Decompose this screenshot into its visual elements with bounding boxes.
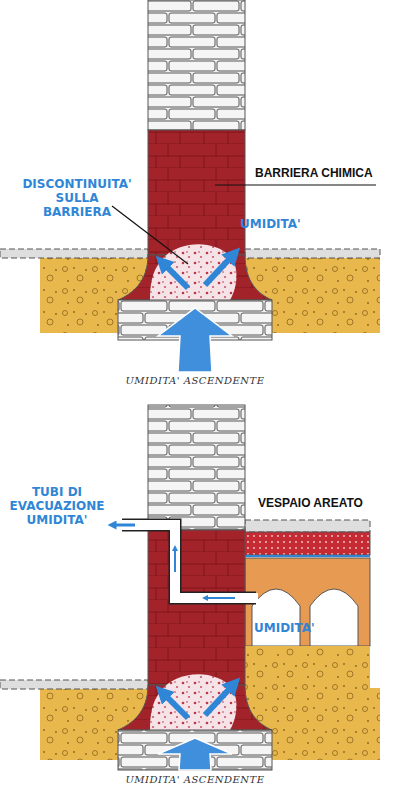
caption-label: UMIDITA' ASCENDENTE (100, 375, 290, 387)
moisture-label: UMIDITA' (254, 622, 314, 636)
callout-label: DISCONTINUITA' SULLA BARRIERA (22, 178, 132, 219)
caption-label: UMIDITA' ASCENDENTE (100, 774, 290, 786)
callout-label: TUBI DI EVACUAZIONE UMIDITA' (4, 486, 110, 527)
part-label: VESPAIO AREATO (258, 497, 378, 511)
moisture-label: UMIDITA' (240, 218, 310, 232)
part-label: BARRIERA CHIMICA (255, 167, 380, 181)
